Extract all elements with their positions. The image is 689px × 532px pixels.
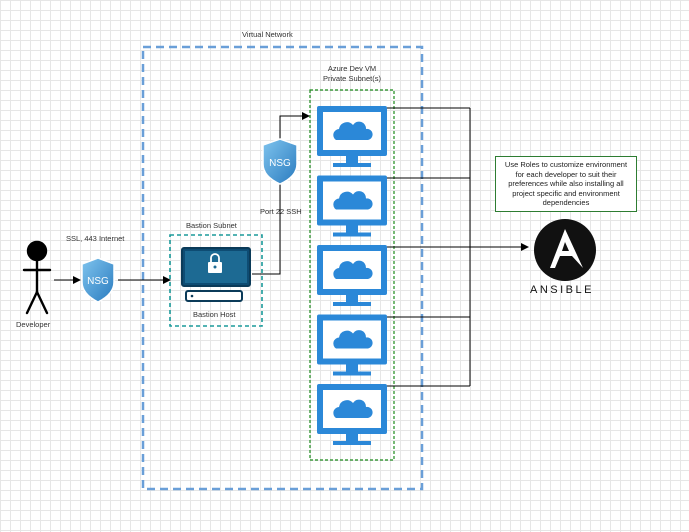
svg-text:NSG: NSG (87, 276, 109, 287)
vm-monitor-icon (317, 106, 387, 167)
ansible-logo-icon (534, 219, 596, 281)
bastion-subnet-label: Bastion Subnet (186, 221, 237, 230)
nsg-shield-icon: NSG (81, 257, 115, 303)
bastion-host-icon (181, 247, 251, 302)
private-subnet-label-line2: Private Subnet(s) (323, 74, 381, 83)
virtual-network-label: Virtual Network (242, 30, 293, 39)
private-subnet-label-line1: Azure Dev VM (327, 64, 377, 73)
vm-monitor-icon (317, 314, 387, 376)
bastion-subnet-boundary (169, 234, 263, 327)
virtual-network-boundary (141, 45, 424, 491)
private-subnet-boundary (309, 89, 395, 461)
vm-monitor-icon (317, 384, 387, 445)
vm-monitor-icon (317, 175, 387, 237)
developer-icon (22, 240, 52, 315)
bastion-to-vm-ssh-arrow (252, 112, 310, 275)
svg-text:NSG: NSG (269, 158, 291, 169)
vm-stack (317, 106, 387, 445)
internet-link-label: SSL, 443 Internet (66, 234, 125, 243)
nsg-shield-ssh-icon: NSG (262, 138, 298, 185)
ssh-link-label: Port 22 SSH (260, 207, 302, 216)
roles-note: Use Roles to customize environment for e… (495, 156, 637, 212)
vm-monitor-icon (317, 245, 387, 306)
bastion-host-label: Bastion Host (193, 310, 236, 319)
ansible-wordmark: ANSIBLE (530, 284, 594, 296)
developer-label: Developer (16, 320, 51, 329)
connectors (54, 107, 529, 387)
